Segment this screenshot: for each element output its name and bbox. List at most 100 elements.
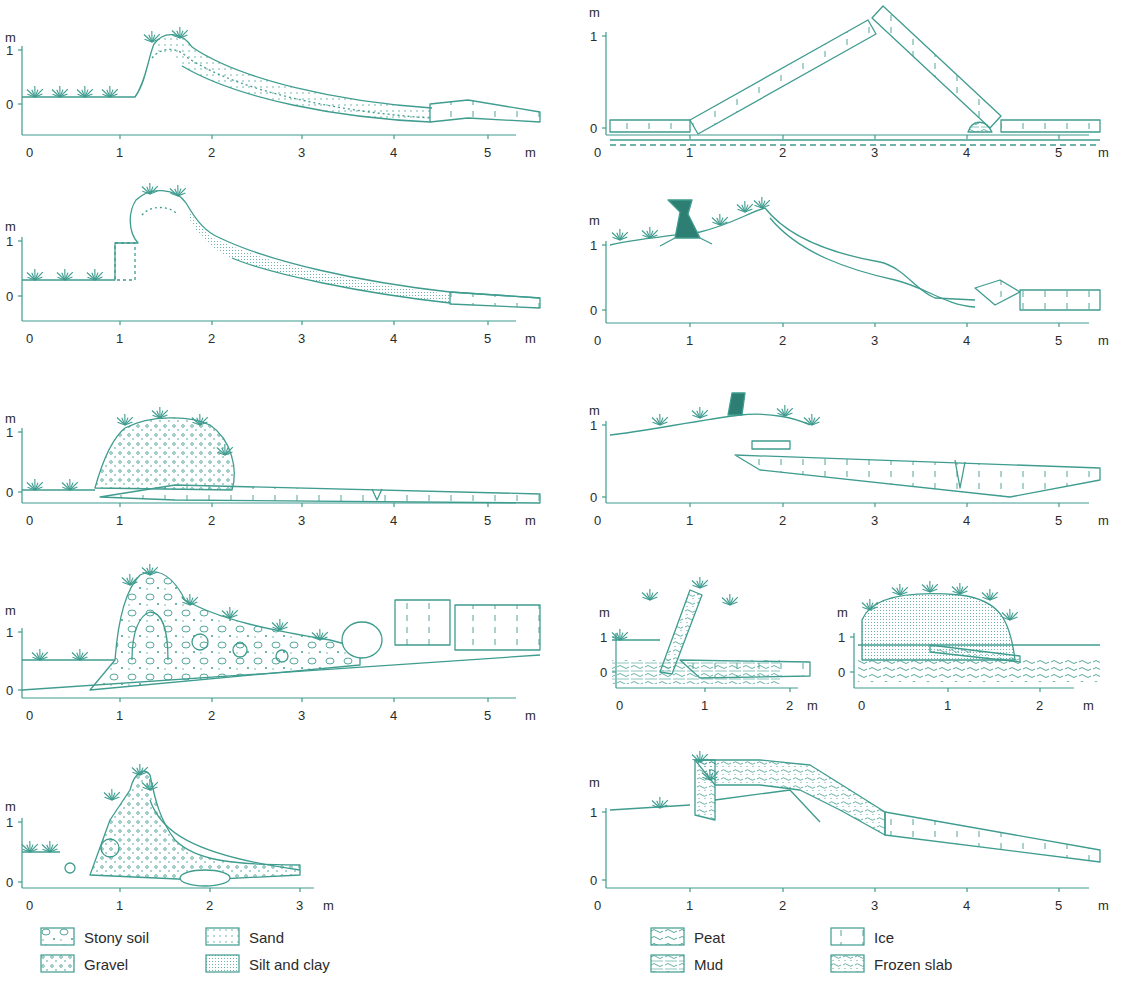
- axis-line: [110, 94, 117, 97]
- axis-label: 3: [871, 514, 878, 527]
- axis-line: [301, 503, 302, 507]
- axis-line: [22, 134, 516, 135]
- axis-line: [612, 632, 620, 640]
- legend-text: Peat: [694, 930, 725, 945]
- axis-line: [712, 217, 720, 225]
- axis-line: [606, 887, 1089, 888]
- axis-line: [874, 135, 875, 139]
- axis-line: [710, 772, 718, 780]
- axis-line: [700, 580, 708, 588]
- axis-label: 4: [390, 514, 397, 527]
- axis-line: [21, 237, 22, 321]
- axis-line: [700, 585, 707, 588]
- axis-line: [211, 135, 212, 139]
- axis-line: [689, 135, 690, 139]
- axis-label: m: [5, 220, 16, 233]
- axis-line: [660, 422, 667, 425]
- axis-line: [140, 772, 147, 775]
- axis-line: [966, 135, 967, 139]
- axis-line: [854, 687, 1074, 688]
- legend-text: Silt and clay: [249, 957, 330, 972]
- axis-label: 2: [208, 514, 215, 527]
- axis-line: [650, 597, 657, 600]
- axis-line: [700, 410, 708, 418]
- axis-line: [40, 652, 48, 660]
- axis-line: [960, 591, 967, 594]
- axis-label: 0: [590, 122, 597, 135]
- legend-text: Stony soil: [84, 930, 149, 945]
- axis-line: [615, 633, 616, 688]
- axis-label: 0: [594, 146, 601, 159]
- axis-line: [32, 652, 40, 660]
- axis-line: [110, 89, 118, 97]
- legend-swatch: [40, 927, 76, 947]
- axis-line: [762, 205, 769, 208]
- axis-line: [104, 792, 112, 800]
- axis-label: 5: [1055, 514, 1062, 527]
- axis-line: [22, 844, 30, 852]
- axis-label: m: [525, 709, 536, 722]
- axis-line: [652, 800, 660, 808]
- axis-label: 0: [26, 332, 33, 345]
- axis-line: [280, 622, 288, 630]
- axis-label: 0: [594, 514, 601, 527]
- axis-line: [947, 688, 948, 692]
- axis-label: 1: [590, 239, 597, 252]
- axis-label: 4: [390, 146, 397, 159]
- axis-line: [117, 417, 125, 425]
- axis-line: [692, 580, 700, 588]
- axis-line: [990, 597, 997, 600]
- axis-label: m: [807, 699, 818, 712]
- axis-label: m: [525, 146, 536, 159]
- axis-label: 3: [298, 709, 305, 722]
- axis-line: [57, 272, 65, 280]
- legend-text: Ice: [874, 930, 894, 945]
- axis-label: 4: [390, 709, 397, 722]
- axis-line: [18, 881, 22, 882]
- axis-line: [62, 482, 70, 490]
- axis-line: [710, 777, 717, 780]
- axis-line: [612, 232, 620, 240]
- axis-label: 3: [296, 899, 303, 912]
- axis-line: [982, 592, 990, 600]
- axis-line: [180, 35, 187, 38]
- axis-line: [230, 615, 237, 618]
- axis-line: [35, 94, 42, 97]
- axis-label: 1: [686, 146, 693, 159]
- axis-label: m: [589, 776, 600, 789]
- axis-line: [1058, 888, 1059, 892]
- axis-label: 2: [786, 699, 793, 712]
- axis-line: [1002, 612, 1010, 620]
- axis-line: [211, 503, 212, 507]
- axis-line: [320, 632, 328, 640]
- axis-line: [280, 627, 287, 630]
- axis-line: [190, 597, 198, 605]
- axis-label: 0: [6, 290, 13, 303]
- axis-label: 1: [6, 426, 13, 439]
- axis-label: 5: [484, 332, 491, 345]
- axis-line: [21, 818, 22, 888]
- axis-line: [77, 89, 85, 97]
- axis-label: m: [525, 332, 536, 345]
- axis-label: 0: [858, 699, 865, 712]
- axis-line: [660, 800, 668, 808]
- axis-line: [930, 589, 937, 592]
- axis-label: 0: [6, 486, 13, 499]
- axis-line: [301, 698, 302, 702]
- axis-label: 0: [616, 699, 623, 712]
- axis-line: [60, 94, 67, 97]
- axis-line: [30, 844, 38, 852]
- axis-line: [18, 821, 22, 822]
- axis-line: [21, 46, 22, 135]
- axis-line: [602, 244, 606, 245]
- axis-line: [602, 127, 606, 128]
- axis-label: 0: [6, 876, 13, 889]
- axis-line: [200, 422, 207, 425]
- axis-line: [393, 503, 394, 507]
- axis-line: [870, 607, 877, 610]
- axis-line: [900, 587, 908, 595]
- axis-line: [65, 277, 72, 280]
- axis-label: m: [5, 800, 16, 813]
- axis-label: 2: [208, 332, 215, 345]
- axis-line: [160, 410, 168, 418]
